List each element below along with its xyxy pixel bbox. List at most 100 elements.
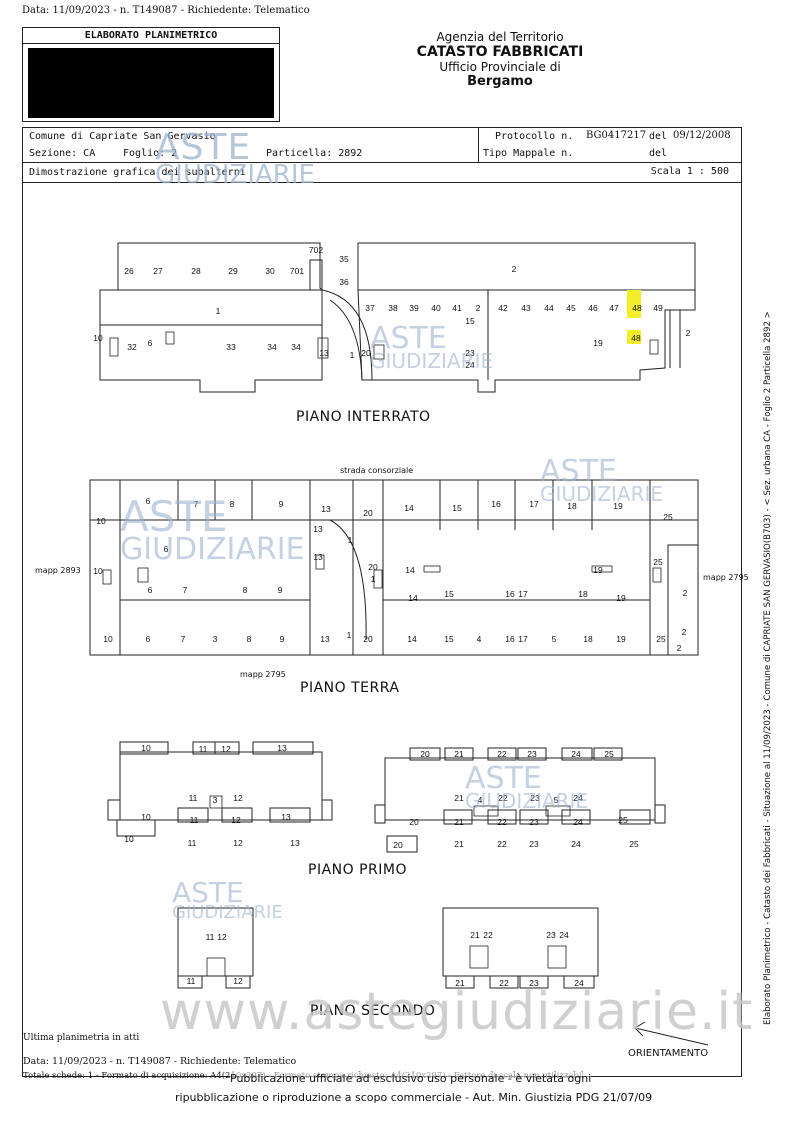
svg-text:25: 25 (656, 634, 666, 644)
svg-text:9: 9 (279, 499, 284, 509)
svg-text:48: 48 (632, 303, 642, 313)
svg-text:701: 701 (290, 266, 304, 276)
svg-text:28: 28 (191, 266, 201, 276)
svg-text:14: 14 (407, 634, 417, 644)
svg-text:10: 10 (103, 634, 113, 644)
svg-text:35: 35 (339, 254, 349, 264)
svg-text:23: 23 (465, 348, 475, 358)
svg-text:22: 22 (497, 749, 507, 759)
svg-text:20: 20 (368, 562, 378, 572)
svg-text:23: 23 (527, 749, 537, 759)
svg-text:43: 43 (521, 303, 531, 313)
svg-text:7: 7 (194, 499, 199, 509)
svg-text:34: 34 (291, 342, 301, 352)
svg-text:11: 11 (190, 815, 199, 825)
pubblicazione-line2: ripubblicazione o riproduzione a scopo c… (175, 1091, 653, 1104)
svg-text:16: 16 (505, 634, 515, 644)
svg-text:6: 6 (148, 338, 153, 348)
svg-text:12: 12 (217, 932, 227, 942)
svg-text:25: 25 (629, 839, 639, 849)
svg-text:18: 18 (567, 501, 577, 511)
svg-text:32: 32 (127, 342, 137, 352)
dimostrazione: Dimostrazione grafica dei subalterni (29, 167, 246, 178)
svg-text:29: 29 (228, 266, 238, 276)
svg-text:47: 47 (609, 303, 619, 313)
svg-text:23: 23 (530, 793, 540, 803)
svg-text:17: 17 (518, 589, 528, 599)
svg-text:22: 22 (497, 839, 507, 849)
svg-text:21: 21 (454, 793, 464, 803)
comune: Comune di Capriate San Gervasio (29, 131, 216, 142)
svg-text:21: 21 (454, 749, 464, 759)
svg-text:2: 2 (476, 303, 481, 313)
svg-text:13: 13 (281, 812, 291, 822)
interrato-outline-left (99, 242, 323, 393)
svg-text:1: 1 (347, 630, 352, 640)
svg-text:13: 13 (313, 524, 323, 534)
svg-text:13: 13 (319, 348, 329, 358)
svg-text:5: 5 (554, 795, 559, 805)
svg-text:7: 7 (181, 634, 186, 644)
sezione: Sezione: CA (29, 148, 96, 159)
floor-title-primo: PIANO PRIMO (308, 862, 407, 878)
svg-text:21: 21 (455, 978, 465, 988)
svg-text:6: 6 (146, 634, 151, 644)
svg-text:40: 40 (431, 303, 441, 313)
watermark-logo-1: ASTE GIUDIZIARIE (155, 127, 315, 191)
mapp-2795-bottom-label: mapp 2795 (240, 670, 286, 679)
svg-text:10: 10 (93, 333, 103, 343)
top-stamp: Data: 11/09/2023 - n. T149087 - Richiede… (22, 5, 310, 16)
svg-text:13: 13 (277, 743, 287, 753)
svg-text:8: 8 (243, 585, 248, 595)
watermark-logo-5: ASTE GIUDIZIARIE (465, 761, 589, 813)
highlight-48-top (627, 290, 641, 318)
svg-text:12: 12 (231, 815, 241, 825)
svg-text:11: 11 (199, 744, 208, 754)
svg-text:5: 5 (552, 634, 557, 644)
svg-text:22: 22 (497, 817, 507, 827)
svg-text:10: 10 (124, 834, 134, 844)
dimostrazione-row: Dimostrazione grafica dei subalterni Sca… (22, 163, 742, 183)
svg-text:8: 8 (230, 499, 235, 509)
svg-text:1: 1 (350, 350, 355, 360)
svg-text:39: 39 (409, 303, 419, 313)
svg-text:22: 22 (499, 978, 509, 988)
svg-text:24: 24 (573, 817, 583, 827)
svg-text:20: 20 (420, 749, 430, 759)
watermark-logo-3: ASTE GIUDIZIARIE (540, 454, 664, 506)
del-label: del (649, 131, 668, 142)
svg-text:15: 15 (444, 589, 454, 599)
svg-text:17: 17 (529, 499, 539, 509)
svg-text:24: 24 (465, 360, 475, 370)
svg-text:18: 18 (578, 589, 588, 599)
interrato-outline-right (357, 242, 696, 393)
svg-text:13: 13 (290, 838, 300, 848)
svg-text:12: 12 (233, 793, 243, 803)
svg-text:37: 37 (365, 303, 375, 313)
protocollo-value: BG0417217 (586, 130, 647, 141)
svg-text:20: 20 (363, 634, 373, 644)
svg-text:48: 48 (631, 333, 641, 343)
svg-text:19: 19 (593, 565, 603, 575)
svg-text:2: 2 (512, 264, 517, 274)
svg-text:30: 30 (265, 266, 275, 276)
svg-text:42: 42 (498, 303, 508, 313)
svg-text:34: 34 (267, 342, 277, 352)
svg-text:25: 25 (653, 557, 663, 567)
redacted-block (28, 48, 274, 118)
svg-text:11: 11 (189, 793, 198, 803)
orientamento-label: ORIENTAMENTO (628, 1048, 709, 1059)
svg-text:2: 2 (682, 627, 687, 637)
svg-text:24: 24 (571, 839, 581, 849)
agency-line3: Ufficio Provinciale di (439, 60, 561, 74)
watermark-logo-2: ASTE GIUDIZIARIE (370, 321, 494, 373)
svg-text:15: 15 (465, 316, 475, 326)
tipo-mappale: Tipo Mappale n. (483, 148, 574, 159)
svg-text:25: 25 (604, 749, 614, 759)
svg-text:26: 26 (124, 266, 134, 276)
protocollo-date: 09/12/2008 (673, 130, 731, 141)
svg-text:14: 14 (405, 565, 415, 575)
svg-text:21: 21 (454, 839, 464, 849)
foglio: Foglio: 2 (123, 148, 178, 159)
